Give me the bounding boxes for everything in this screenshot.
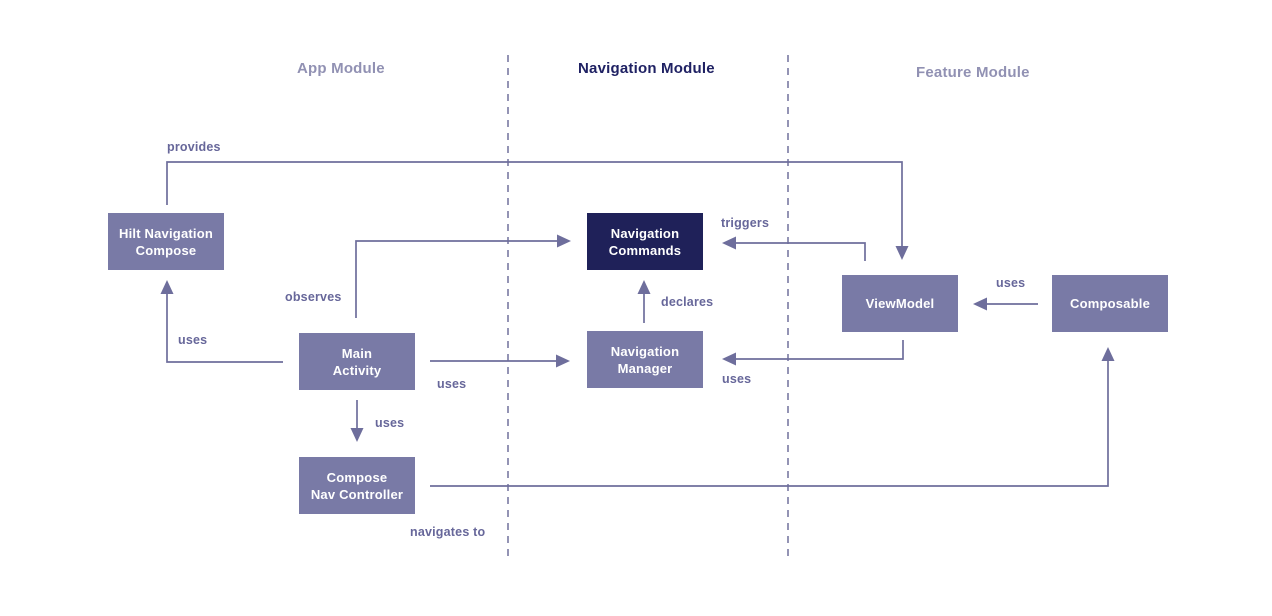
node-label-line: Navigation — [610, 225, 680, 241]
node-label-line: Main — [341, 345, 373, 361]
edge-uses-main-to-hilt — [160, 280, 283, 363]
node-label-line: Commands — [608, 242, 682, 258]
edge-declares — [637, 280, 651, 323]
node-navigation-manager: Navigation Manager — [587, 331, 703, 388]
module-title-feature: Feature Module — [916, 64, 1030, 81]
node-hilt-navigation-compose: Hilt Navigation Compose — [108, 213, 224, 270]
edge-label-uses-main-to-hilt: uses — [178, 333, 208, 347]
edge-provides — [166, 161, 909, 260]
edge-label-uses-composable-to-viewmodel: uses — [996, 276, 1026, 290]
edge-label-uses-main-to-controller: uses — [375, 416, 405, 430]
node-label-line: Compose — [135, 242, 197, 258]
node-navigation-commands: Navigation Commands — [587, 213, 703, 270]
node-label-line: ViewModel — [865, 296, 935, 311]
edge-label-provides: provides — [167, 140, 221, 154]
edge-label-triggers: triggers — [721, 216, 770, 230]
node-label-line: Compose — [326, 469, 388, 485]
edge-uses-composable-to-viewmodel — [973, 297, 1038, 311]
node-main-activity: Main Activity — [299, 333, 415, 390]
node-label-line: Activity — [332, 362, 382, 378]
edge-uses-main-to-manager — [430, 354, 570, 368]
edge-observes — [355, 234, 571, 318]
edge-label-uses-main-to-manager: uses — [437, 377, 467, 391]
module-title-navigation: Navigation Module — [578, 60, 715, 77]
node-viewmodel: ViewModel — [842, 275, 958, 332]
module-title-app: App Module — [297, 60, 385, 77]
edge-uses-main-to-controller — [350, 400, 364, 442]
edge-navigates-to — [430, 347, 1115, 487]
edge-uses-viewmodel-to-manager — [722, 340, 904, 366]
edge-label-observes: observes — [285, 290, 342, 304]
node-label-line: Composable — [1069, 296, 1150, 311]
node-label-line: Navigation — [610, 343, 680, 359]
node-label-line: Hilt Navigation — [118, 225, 213, 241]
node-composable: Composable — [1052, 275, 1168, 332]
edge-label-uses-viewmodel-to-manager: uses — [722, 372, 752, 386]
node-label-line: Manager — [617, 360, 673, 376]
edge-label-declares: declares — [661, 295, 714, 309]
node-compose-nav-controller: Compose Nav Controller — [299, 457, 415, 514]
edge-label-navigates-to: navigates to — [410, 525, 486, 539]
node-label-line: Nav Controller — [310, 486, 404, 502]
edge-triggers — [722, 236, 866, 261]
